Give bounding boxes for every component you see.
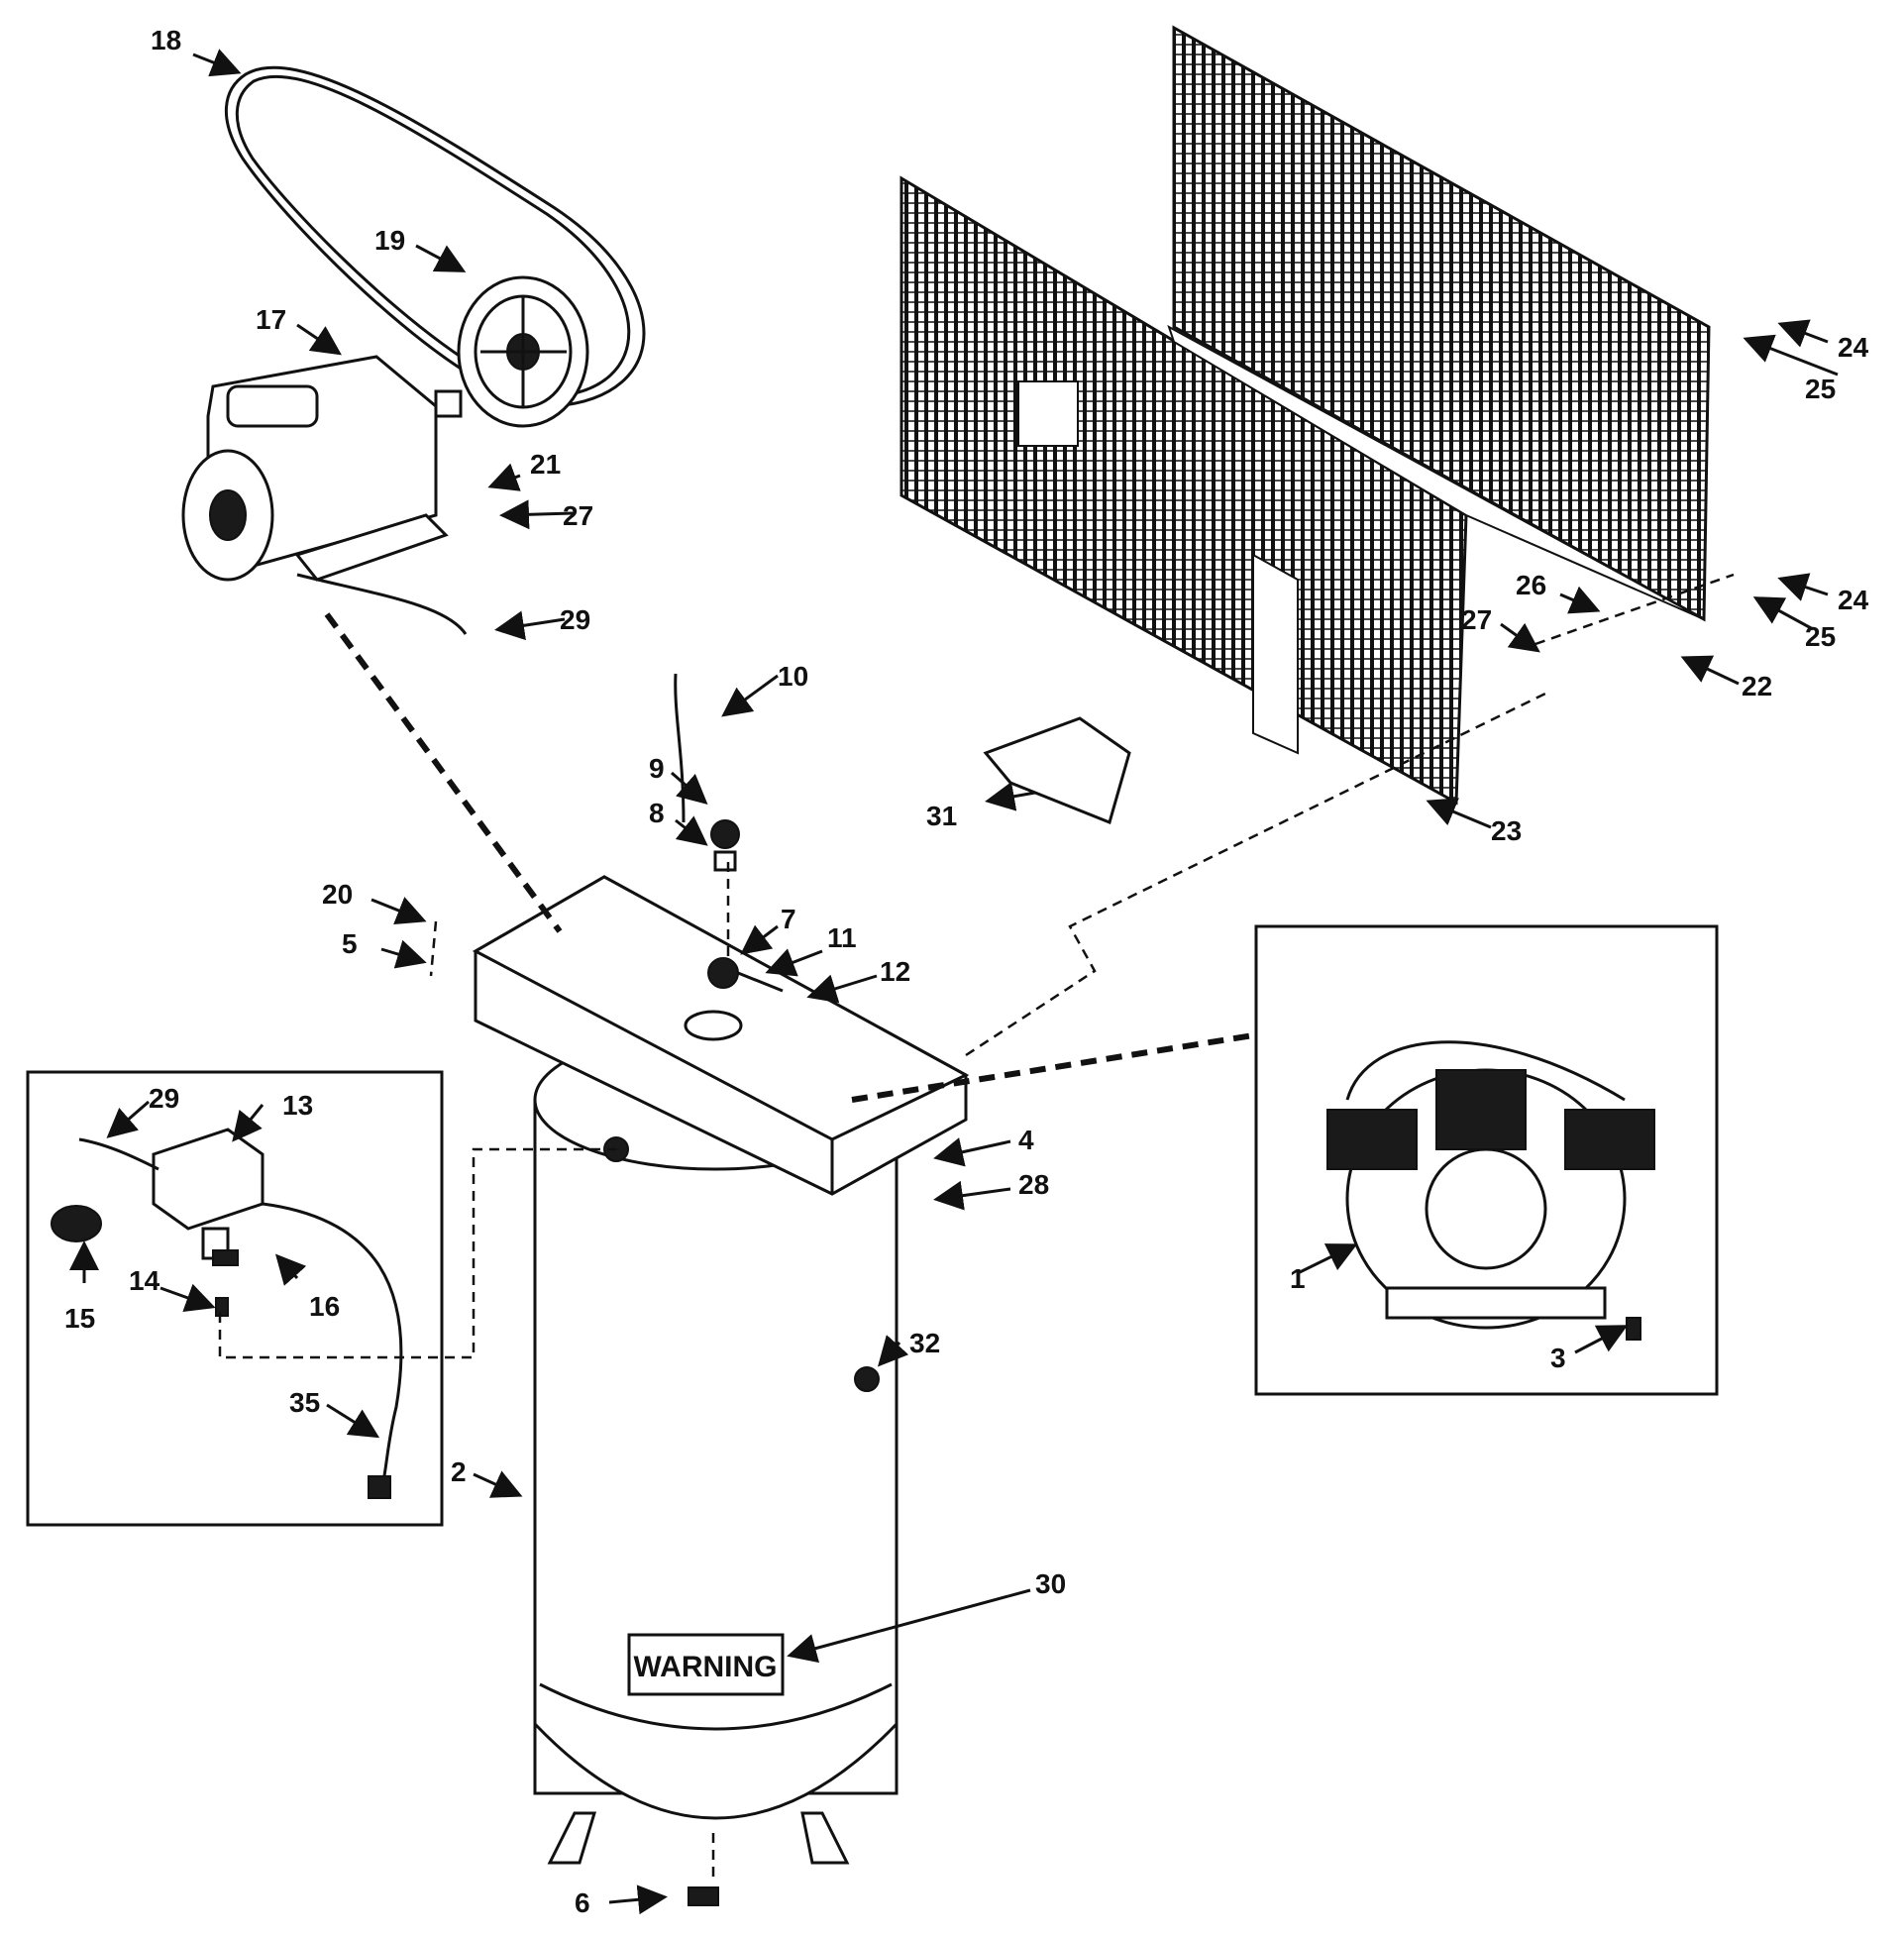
callout-11: 11 [827, 922, 857, 953]
callout-3: 3 [1550, 1343, 1566, 1373]
callout-29b: 29 [149, 1083, 179, 1114]
warning-label: WARNING [634, 1651, 778, 1683]
callout-24b: 24 [1838, 585, 1869, 615]
saddle-plate [472, 875, 970, 1196]
callout-23: 23 [1491, 815, 1522, 846]
callout-24a: 24 [1838, 332, 1869, 363]
callout-1: 1 [1290, 1263, 1306, 1294]
callout-25a: 25 [1805, 374, 1836, 404]
callout-21: 21 [530, 449, 561, 480]
callout-29a: 29 [560, 604, 590, 635]
check-valve-assembly [674, 673, 784, 993]
callout-26: 26 [1516, 570, 1546, 600]
callout-17: 17 [256, 304, 286, 335]
callout-16: 16 [309, 1291, 340, 1322]
callout-14: 14 [129, 1265, 160, 1296]
drive-belt [224, 65, 646, 408]
callout-15: 15 [64, 1303, 95, 1334]
pressure-switch-inset [26, 1070, 444, 1527]
callout-7: 7 [781, 904, 796, 934]
callout-6: 6 [575, 1887, 590, 1918]
callout-4: 4 [1018, 1125, 1034, 1155]
callout-30: 30 [1035, 1568, 1066, 1599]
belt-guard [899, 25, 1711, 806]
callout-18: 18 [151, 25, 181, 55]
callout-labels: 18 19 17 21 27 29 10 9 8 7 11 12 20 5 4 … [64, 25, 1869, 1918]
callout-8: 8 [649, 798, 665, 828]
callout-28: 28 [1018, 1169, 1049, 1200]
callout-25b: 25 [1805, 621, 1836, 652]
electric-motor [181, 355, 468, 635]
callout-12: 12 [880, 956, 910, 987]
air-tank: WARNING [533, 1028, 899, 1906]
callout-31: 31 [926, 801, 957, 831]
callout-5: 5 [342, 928, 358, 959]
callout-9: 9 [649, 753, 665, 784]
pulley [457, 275, 589, 428]
callout-22: 22 [1742, 671, 1772, 701]
callout-10: 10 [778, 661, 808, 692]
callout-arrows [69, 49, 1839, 1915]
callout-32: 32 [909, 1328, 940, 1358]
callout-20: 20 [322, 879, 353, 910]
bracket [983, 716, 1131, 825]
callout-19: 19 [374, 225, 405, 256]
callout-27b: 27 [1461, 604, 1492, 635]
callout-2: 2 [451, 1456, 467, 1487]
callout-35: 35 [289, 1387, 320, 1418]
pump-inset [1254, 924, 1719, 1396]
callout-13: 13 [282, 1090, 313, 1121]
callout-27a: 27 [563, 500, 593, 531]
assembly-lines [218, 573, 1735, 1883]
